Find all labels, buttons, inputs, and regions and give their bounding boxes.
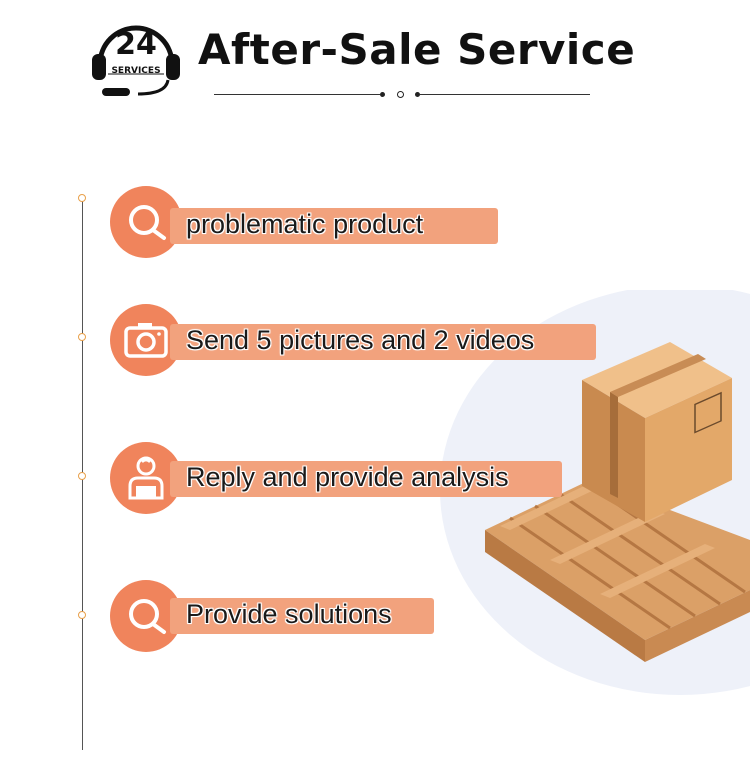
magnifier-icon bbox=[129, 599, 166, 634]
step-4-label: Provide solutions bbox=[186, 599, 392, 629]
magnifier-icon bbox=[129, 205, 166, 240]
title-divider bbox=[214, 90, 590, 100]
step-1-bar bbox=[170, 208, 498, 244]
header: 24 SERVICES After-Sale Service bbox=[0, 0, 750, 110]
step-3-label: Reply and provide analysis bbox=[186, 462, 509, 492]
step-2-label: Send 5 pictures and 2 videos bbox=[186, 325, 535, 355]
camera-icon bbox=[124, 323, 168, 358]
timeline-dot bbox=[78, 472, 86, 480]
headset-icon bbox=[92, 25, 180, 96]
badge-text: SERVICES bbox=[111, 66, 161, 76]
timeline-dot bbox=[78, 333, 86, 341]
24-services-badge: 24 SERVICES bbox=[88, 14, 184, 100]
support-agent-icon bbox=[128, 456, 164, 500]
timeline-dot bbox=[78, 194, 86, 202]
timeline-dot bbox=[78, 611, 86, 619]
step-4-bar bbox=[170, 598, 434, 634]
step-2-bar bbox=[170, 324, 596, 360]
badge-number: 24 bbox=[115, 27, 157, 62]
step-1-label: problematic product bbox=[186, 209, 424, 239]
page-title: After-Sale Service bbox=[198, 25, 636, 74]
pallet-box-illustration bbox=[440, 285, 750, 700]
step-3-bar bbox=[170, 461, 562, 497]
